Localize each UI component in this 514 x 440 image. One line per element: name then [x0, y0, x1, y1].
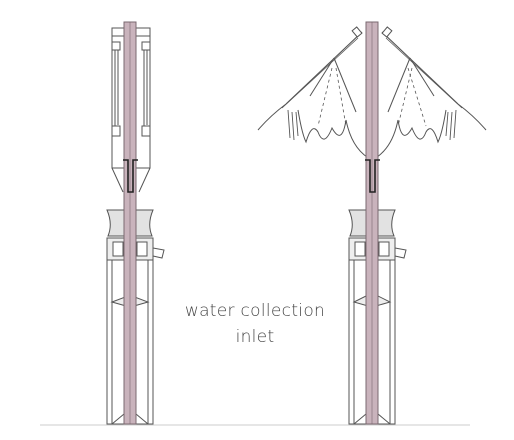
fold-lines — [317, 67, 427, 127]
closed-umbrella — [106, 21, 165, 425]
inlet-spout — [152, 247, 165, 259]
latch-bracket — [123, 159, 138, 193]
latch-bracket — [365, 159, 380, 193]
canopy-ribs — [257, 31, 487, 131]
label-line-2: inlet — [235, 327, 275, 347]
inlet-spout — [394, 247, 407, 259]
open-umbrella — [257, 21, 487, 425]
label-line-1: water collection — [184, 301, 326, 321]
rib-tips — [287, 109, 457, 141]
